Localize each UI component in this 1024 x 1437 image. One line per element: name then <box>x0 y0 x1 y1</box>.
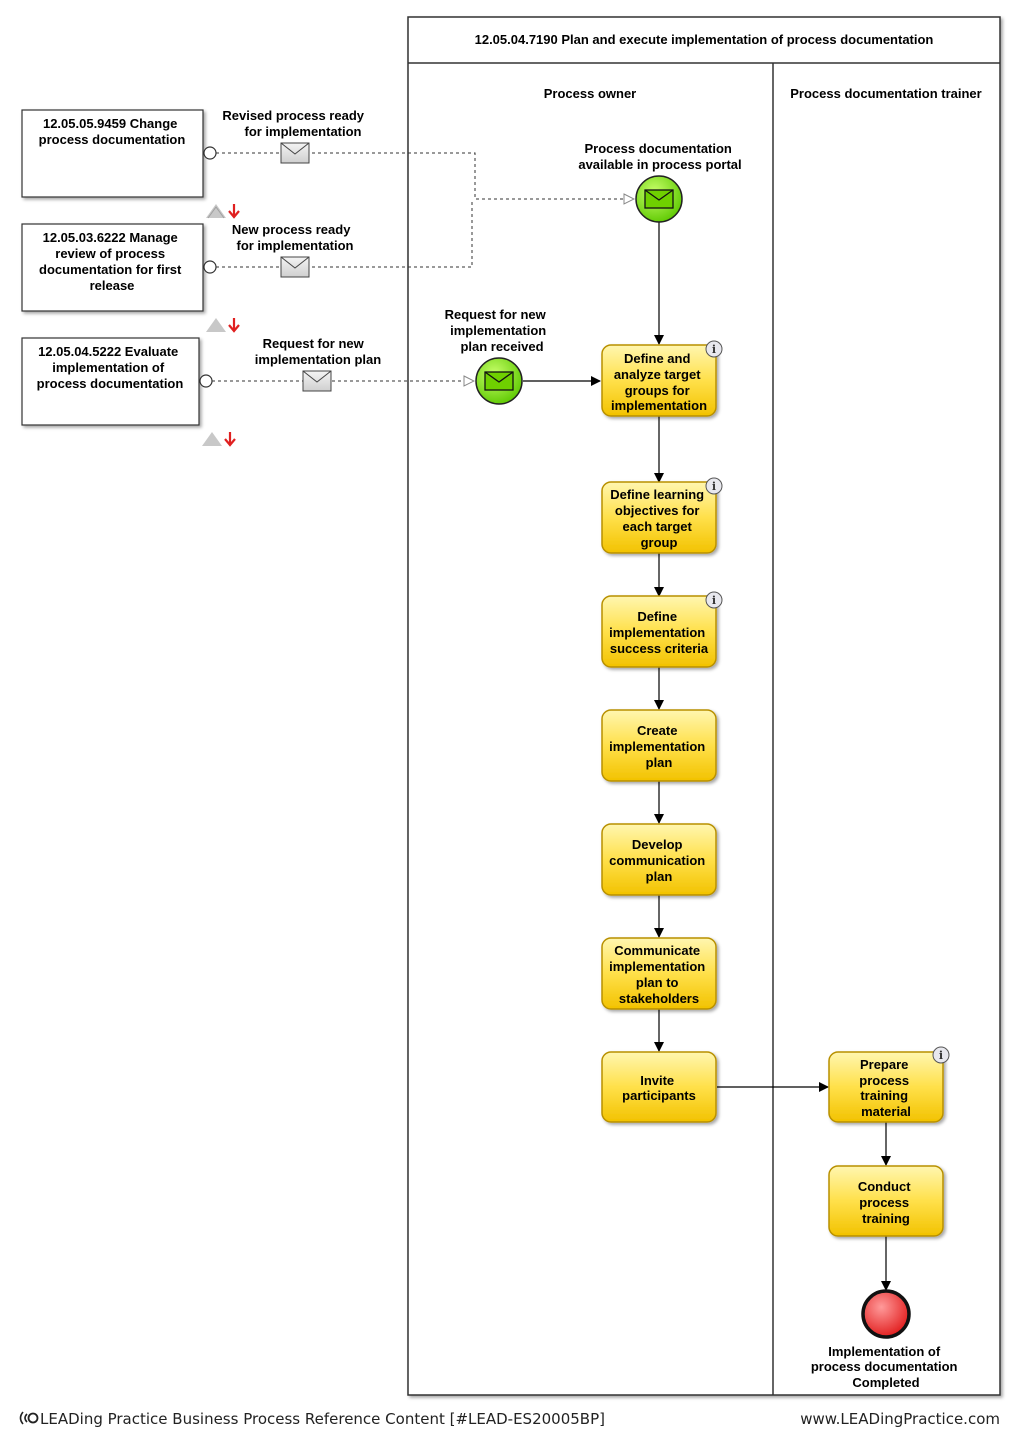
svg-text:12.05.05.9459 Change pro: 12.05.05.9459 Change process documentati… <box>39 116 186 147</box>
envelope-icon <box>280 256 310 278</box>
svg-text:i: i <box>712 343 716 356</box>
svg-text:Prepare process tr: Prepare process training material <box>859 1057 913 1119</box>
end-event[interactable] <box>861 1289 911 1339</box>
start-event-2-label: Request for new implementation plan rece… <box>445 307 550 354</box>
up-down-marker-3[interactable] <box>202 432 236 447</box>
start-event-request-received[interactable] <box>475 357 523 405</box>
start-event-process-documentation-available[interactable] <box>635 175 683 223</box>
lane-process-owner: Process owner <box>544 86 637 101</box>
svg-text:Define and analyze targe: Define and analyze target groups for imp… <box>611 351 707 413</box>
task-create-implementation-plan[interactable]: Create implementation plan <box>601 709 717 782</box>
external-process-2-line-3: documentation for first <box>39 262 182 277</box>
up-down-marker-2[interactable] <box>206 318 240 333</box>
info-icon[interactable]: i <box>705 340 723 358</box>
svg-text:12.05.04.5222 Evaluate i: 12.05.04.5222 Evaluate implementation of… <box>37 344 184 391</box>
svg-text:Develop communication: Develop communication plan <box>609 837 709 884</box>
svg-text:i: i <box>939 1049 943 1062</box>
svg-text:12.05.03.6222 Manage rev: 12.05.03.6222 Manage review of process d… <box>39 230 185 293</box>
svg-text:Define learning objectiv: Define learning objectives for each targ… <box>610 487 708 550</box>
svg-text:Conduct process tr: Conduct process training <box>858 1179 914 1226</box>
task-conduct-process-training[interactable]: Conduct process training <box>828 1165 944 1237</box>
external-process-2-line-4: release <box>90 278 135 293</box>
info-icon[interactable]: i <box>705 591 723 609</box>
lane-process-documentation-trainer: Process documentation trainer <box>790 86 981 101</box>
up-down-marker-1[interactable] <box>206 204 240 219</box>
envelope-icon <box>302 370 332 392</box>
task-define-analyze-target-groups[interactable]: Define and analyze target groups for imp… <box>601 344 717 417</box>
task-define-success-criteria[interactable]: Define implementation success criteria <box>601 595 717 668</box>
external-process-1-line-1: 12.05.05.9459 Change <box>43 116 177 131</box>
message-label-2: New process ready for implementation <box>232 222 354 253</box>
svg-text:Define implementation: Define implementation success criteria <box>609 609 709 656</box>
svg-text:i: i <box>712 594 716 607</box>
external-process-2-line-1: 12.05.03.6222 Manage <box>43 230 178 245</box>
footer: LEADing Practice Business Process Refere… <box>19 1410 1000 1428</box>
start-event-1-label: Process documentation available in proce… <box>578 141 741 172</box>
task-invite-participants[interactable]: Invite participants <box>601 1051 717 1123</box>
message-origins <box>199 146 217 388</box>
pool: 12.05.04.7190 Plan and execute implement… <box>407 16 1001 1396</box>
task-prepare-training-material[interactable]: Prepare process training material <box>828 1051 944 1123</box>
svg-text:Communicate implementati: Communicate implementation plan to stake… <box>609 943 709 1006</box>
external-process-3-line-2: implementation of <box>52 360 165 375</box>
end-event-label: Implementation of process documentation … <box>811 1344 961 1390</box>
task-define-learning-objectives[interactable]: Define learning objectives for each targ… <box>601 481 717 554</box>
pool-title: 12.05.04.7190 Plan and execute implement… <box>475 32 934 47</box>
external-process-3-line-3: process documentation <box>37 376 184 391</box>
external-process-1-line-2: process documentation <box>39 132 186 147</box>
leading-practice-logo-icon <box>19 1411 39 1425</box>
message-label-1: Revised process ready for implementation <box>222 108 367 139</box>
footer-left-text: LEADing Practice Business Process Refere… <box>40 1410 605 1428</box>
info-icon[interactable]: i <box>705 477 723 495</box>
external-process-2-line-2: review of process <box>55 246 165 261</box>
external-process-2[interactable]: 12.05.03.6222 Manage review of process d… <box>21 223 204 312</box>
message-label-3: Request for new implementation plan <box>255 336 381 367</box>
sequence-flows <box>523 222 891 1291</box>
task-develop-communication-plan[interactable]: Develop communication plan <box>601 823 717 896</box>
envelope-icon <box>280 142 310 164</box>
info-icon[interactable]: i <box>932 1046 950 1064</box>
task-communicate-implementation-plan[interactable]: Communicate implementation plan to stake… <box>601 937 717 1010</box>
svg-text:Create implementation: Create implementation plan <box>609 723 709 770</box>
svg-text:i: i <box>712 480 716 493</box>
svg-text:Invite participants: Invite participants <box>622 1073 696 1103</box>
navigation-markers <box>202 204 240 447</box>
footer-website-link[interactable]: www.LEADingPractice.com <box>800 1410 1000 1428</box>
external-process-3-line-1: 12.05.04.5222 Evaluate <box>38 344 178 359</box>
external-process-1[interactable]: 12.05.05.9459 Change process documentati… <box>21 109 204 198</box>
external-process-3[interactable]: 12.05.04.5222 Evaluate implementation of… <box>21 337 200 426</box>
